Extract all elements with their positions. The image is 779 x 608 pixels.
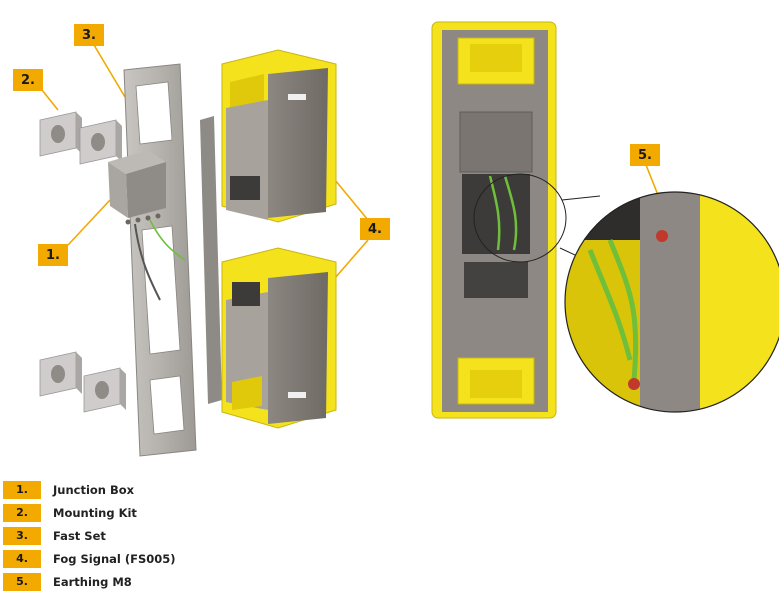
legend-number: 4. <box>3 549 41 568</box>
assembled-fog-signal <box>431 21 567 419</box>
legend-item: 2. Mounting Kit <box>3 501 176 524</box>
legend: 1. Junction Box 2. Mounting Kit 3. Fast … <box>3 478 176 593</box>
callout-1: 1. <box>38 244 68 266</box>
junction-box <box>108 150 186 301</box>
legend-label: Junction Box <box>53 482 135 497</box>
legend-number: 3. <box>3 526 41 545</box>
legend-label: Earthing M8 <box>53 574 132 589</box>
leader-lines <box>41 44 667 279</box>
legend-item: 4. Fog Signal (FS005) <box>3 547 176 570</box>
callout-4: 4. <box>360 218 390 240</box>
legend-number: 1. <box>3 480 41 499</box>
callout-3: 3. <box>74 24 104 46</box>
legend-item: 3. Fast Set <box>3 524 176 547</box>
fast-set-frame <box>123 63 222 457</box>
legend-item: 5. Earthing M8 <box>3 570 176 593</box>
legend-label: Fog Signal (FS005) <box>53 551 176 566</box>
fog-signal-lower <box>221 247 337 429</box>
legend-number: 5. <box>3 572 41 591</box>
callout-2: 2. <box>13 69 43 91</box>
legend-label: Fast Set <box>53 528 106 543</box>
mounting-kit-brackets <box>39 111 126 413</box>
legend-number: 2. <box>3 503 41 522</box>
legend-label: Mounting Kit <box>53 505 137 520</box>
callout-5: 5. <box>630 144 660 166</box>
earthing-detail-zoom <box>564 191 779 413</box>
fog-signal-upper <box>221 49 337 223</box>
legend-item: 1. Junction Box <box>3 478 176 501</box>
